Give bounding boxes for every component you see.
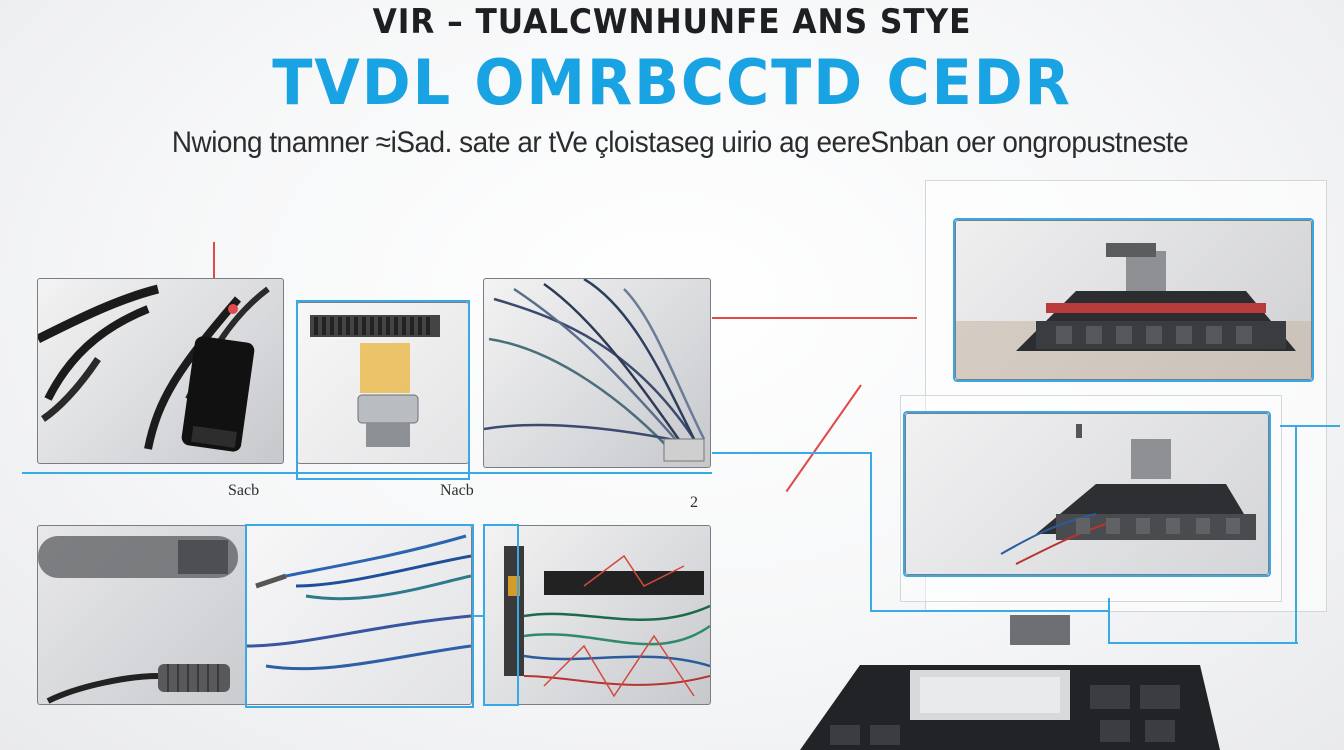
panel-number: 2 bbox=[690, 494, 698, 511]
photo-usb-adapter bbox=[37, 278, 284, 464]
circuit-board-icon bbox=[956, 243, 1311, 379]
panel-caption: Nacb bbox=[440, 482, 474, 499]
blue-connector-line bbox=[1280, 425, 1340, 427]
wire-bundle-icon bbox=[484, 279, 706, 462]
circuit-board-icon bbox=[800, 615, 1220, 750]
usb-adapter-icon bbox=[38, 284, 270, 452]
wire-bundle-icon bbox=[246, 534, 471, 671]
blue-connector-line bbox=[712, 452, 872, 454]
photo-circuit-board-top bbox=[955, 220, 1312, 380]
main-title: TVDL OMRBCCTD CEDR bbox=[272, 46, 1072, 119]
photo-blue-wires bbox=[245, 525, 472, 705]
red-wire-line bbox=[712, 317, 917, 319]
wire-bundle-icon bbox=[504, 546, 710, 698]
panel-caption: Sacb bbox=[228, 482, 260, 499]
blue-connector-line bbox=[1295, 425, 1297, 643]
cable-end-icon bbox=[38, 536, 238, 704]
blue-connector-line bbox=[870, 610, 1110, 612]
blue-connector-line bbox=[870, 452, 872, 612]
photo-circuit-board-side bbox=[905, 413, 1269, 575]
red-wire-line bbox=[213, 242, 215, 304]
top-title: VIR – TUALCWNHUNFE ANS STYE bbox=[372, 2, 972, 42]
subtitle: Nwiong tnamner ≈iSad. sate ar tVe çloist… bbox=[171, 126, 1189, 159]
photo-connector-wires bbox=[483, 525, 711, 705]
red-wire-line bbox=[785, 384, 862, 493]
ribbon-connector-icon bbox=[310, 315, 440, 447]
blue-connector-line bbox=[1108, 642, 1298, 644]
photo-ribbon-connector bbox=[297, 302, 469, 464]
blue-connector-line bbox=[1108, 598, 1110, 643]
photo-cable-end bbox=[37, 525, 247, 705]
circuit-board-icon bbox=[1000, 424, 1256, 565]
photo-circuit-board-large bbox=[800, 615, 1220, 750]
blue-connector-line bbox=[22, 472, 712, 474]
photo-wire-bundle bbox=[483, 278, 711, 468]
